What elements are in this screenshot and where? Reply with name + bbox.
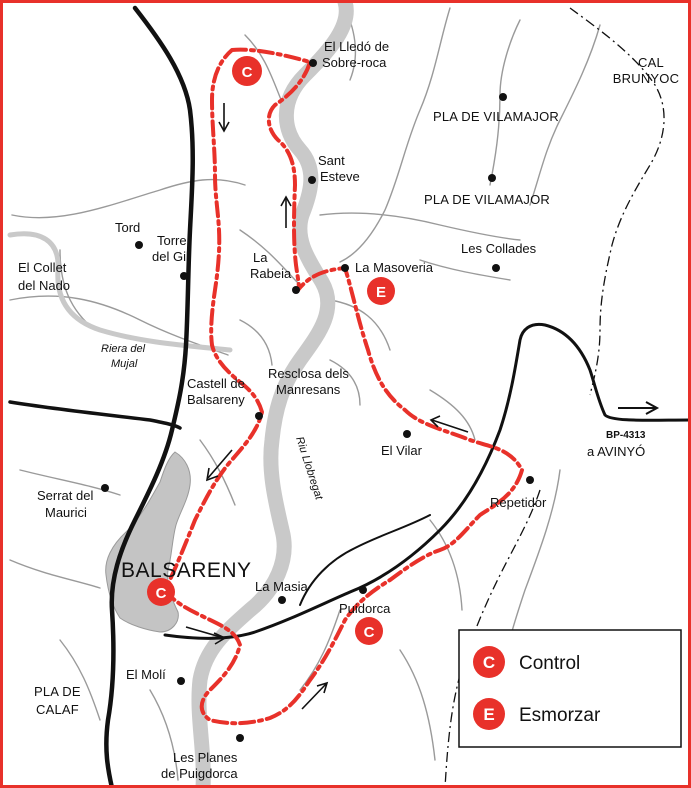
legend-box: C Control E Esmorzar: [458, 629, 682, 748]
label-pla-vilamajor-1: PLA DE VILAMAJOR: [433, 109, 559, 124]
label-collet-nado: El Collet: [18, 260, 67, 275]
label-resclosa: Resclosa dels: [268, 366, 349, 381]
label-les-planes: Les Planes: [173, 750, 238, 765]
riera-mujal-stream: [7, 231, 233, 353]
label-sant-esteve-2: Esteve: [320, 169, 360, 184]
legend-control: C Control: [473, 646, 580, 678]
label-castell-2: Balsareny: [187, 392, 245, 407]
label-cal-brunyoc: CAL: [638, 55, 664, 70]
label-serrat: Serrat del: [37, 488, 93, 503]
control-badge-puidorca: C: [355, 617, 383, 645]
label-el-vilar: El Vilar: [381, 443, 423, 458]
label-la-masia: La Masia: [255, 579, 309, 594]
svg-text:E: E: [376, 284, 386, 301]
control-badge-balsareny: C: [147, 578, 175, 606]
label-la-rabeia-2: Rabeia: [250, 266, 292, 281]
main-roads: [8, 5, 691, 788]
label-cal-brunyoc-2: BRUNYOC: [613, 71, 679, 86]
stream-network: [9, 7, 601, 781]
label-serrat-2: Maurici: [45, 505, 87, 520]
arrow-east-balsareny: [185, 626, 227, 645]
legend-esmorzar-label: Esmorzar: [519, 705, 601, 726]
label-la-masoveria: La Masoveria: [355, 260, 434, 275]
label-pla-calaf: PLA DE: [34, 684, 81, 699]
arrow-southwest-castell: [205, 449, 233, 482]
svg-text:C: C: [483, 653, 495, 672]
route-path: [163, 47, 524, 726]
label-les-collades: Les Collades: [461, 241, 537, 256]
label-road-code: BP-4313: [606, 430, 646, 441]
label-road-destination: a AVINYÓ: [587, 444, 645, 459]
svg-text:C: C: [364, 624, 375, 641]
svg-text:C: C: [242, 64, 253, 81]
road-arrow-east: [618, 401, 660, 415]
arrow-northeast-planes: [301, 681, 329, 710]
arrow-west-vilar: [429, 415, 469, 433]
label-pla-vilamajor-2: PLA DE VILAMAJOR: [424, 192, 550, 207]
legend-control-label: Control: [519, 653, 580, 674]
label-puidorca: Puidorca: [339, 601, 391, 616]
legend-esmorzar: E Esmorzar: [473, 698, 601, 730]
label-repetidor: Repetidor: [490, 495, 547, 510]
label-torre-gil: Torre: [157, 233, 187, 248]
svg-text:C: C: [156, 585, 167, 602]
esmorzar-badge: E: [367, 277, 395, 305]
label-lledo: El Lledó de: [324, 39, 389, 54]
place-dots: [101, 59, 534, 742]
control-badge-north: C: [232, 56, 262, 86]
label-les-planes-2: de Puigdorca: [161, 766, 238, 781]
balsareny-urban-area: [105, 451, 191, 633]
label-torre-gil-2: del Gil: [152, 249, 189, 264]
label-resclosa-2: Manresans: [276, 382, 341, 397]
label-castell: Castell de: [187, 376, 245, 391]
label-riu-llobregat: Riu Llobregat: [293, 435, 325, 502]
label-sant-esteve: Sant: [318, 153, 345, 168]
label-riera-mujal: Riera del: [101, 343, 146, 355]
svg-text:E: E: [483, 705, 494, 724]
label-balsareny: BALSARENY: [121, 559, 252, 582]
label-tord: Tord: [115, 220, 140, 235]
label-el-moli: El Molí: [126, 667, 166, 682]
boundary-lines: [444, 7, 665, 788]
label-lledo-2: Sobre-roca: [322, 55, 387, 70]
place-labels: El Lledó de Sobre-roca CAL BRUNYOC PLA D…: [18, 39, 679, 781]
direction-arrows: [185, 103, 469, 710]
label-la-rabeia: La: [253, 250, 268, 265]
arrow-down-north: [218, 103, 230, 133]
label-riera-mujal-2: Mujal: [111, 358, 138, 370]
label-pla-calaf-2: CALAF: [36, 702, 79, 717]
label-collet-nado-2: del Nado: [18, 278, 70, 293]
arrow-up-sant-esteve: [280, 195, 292, 228]
